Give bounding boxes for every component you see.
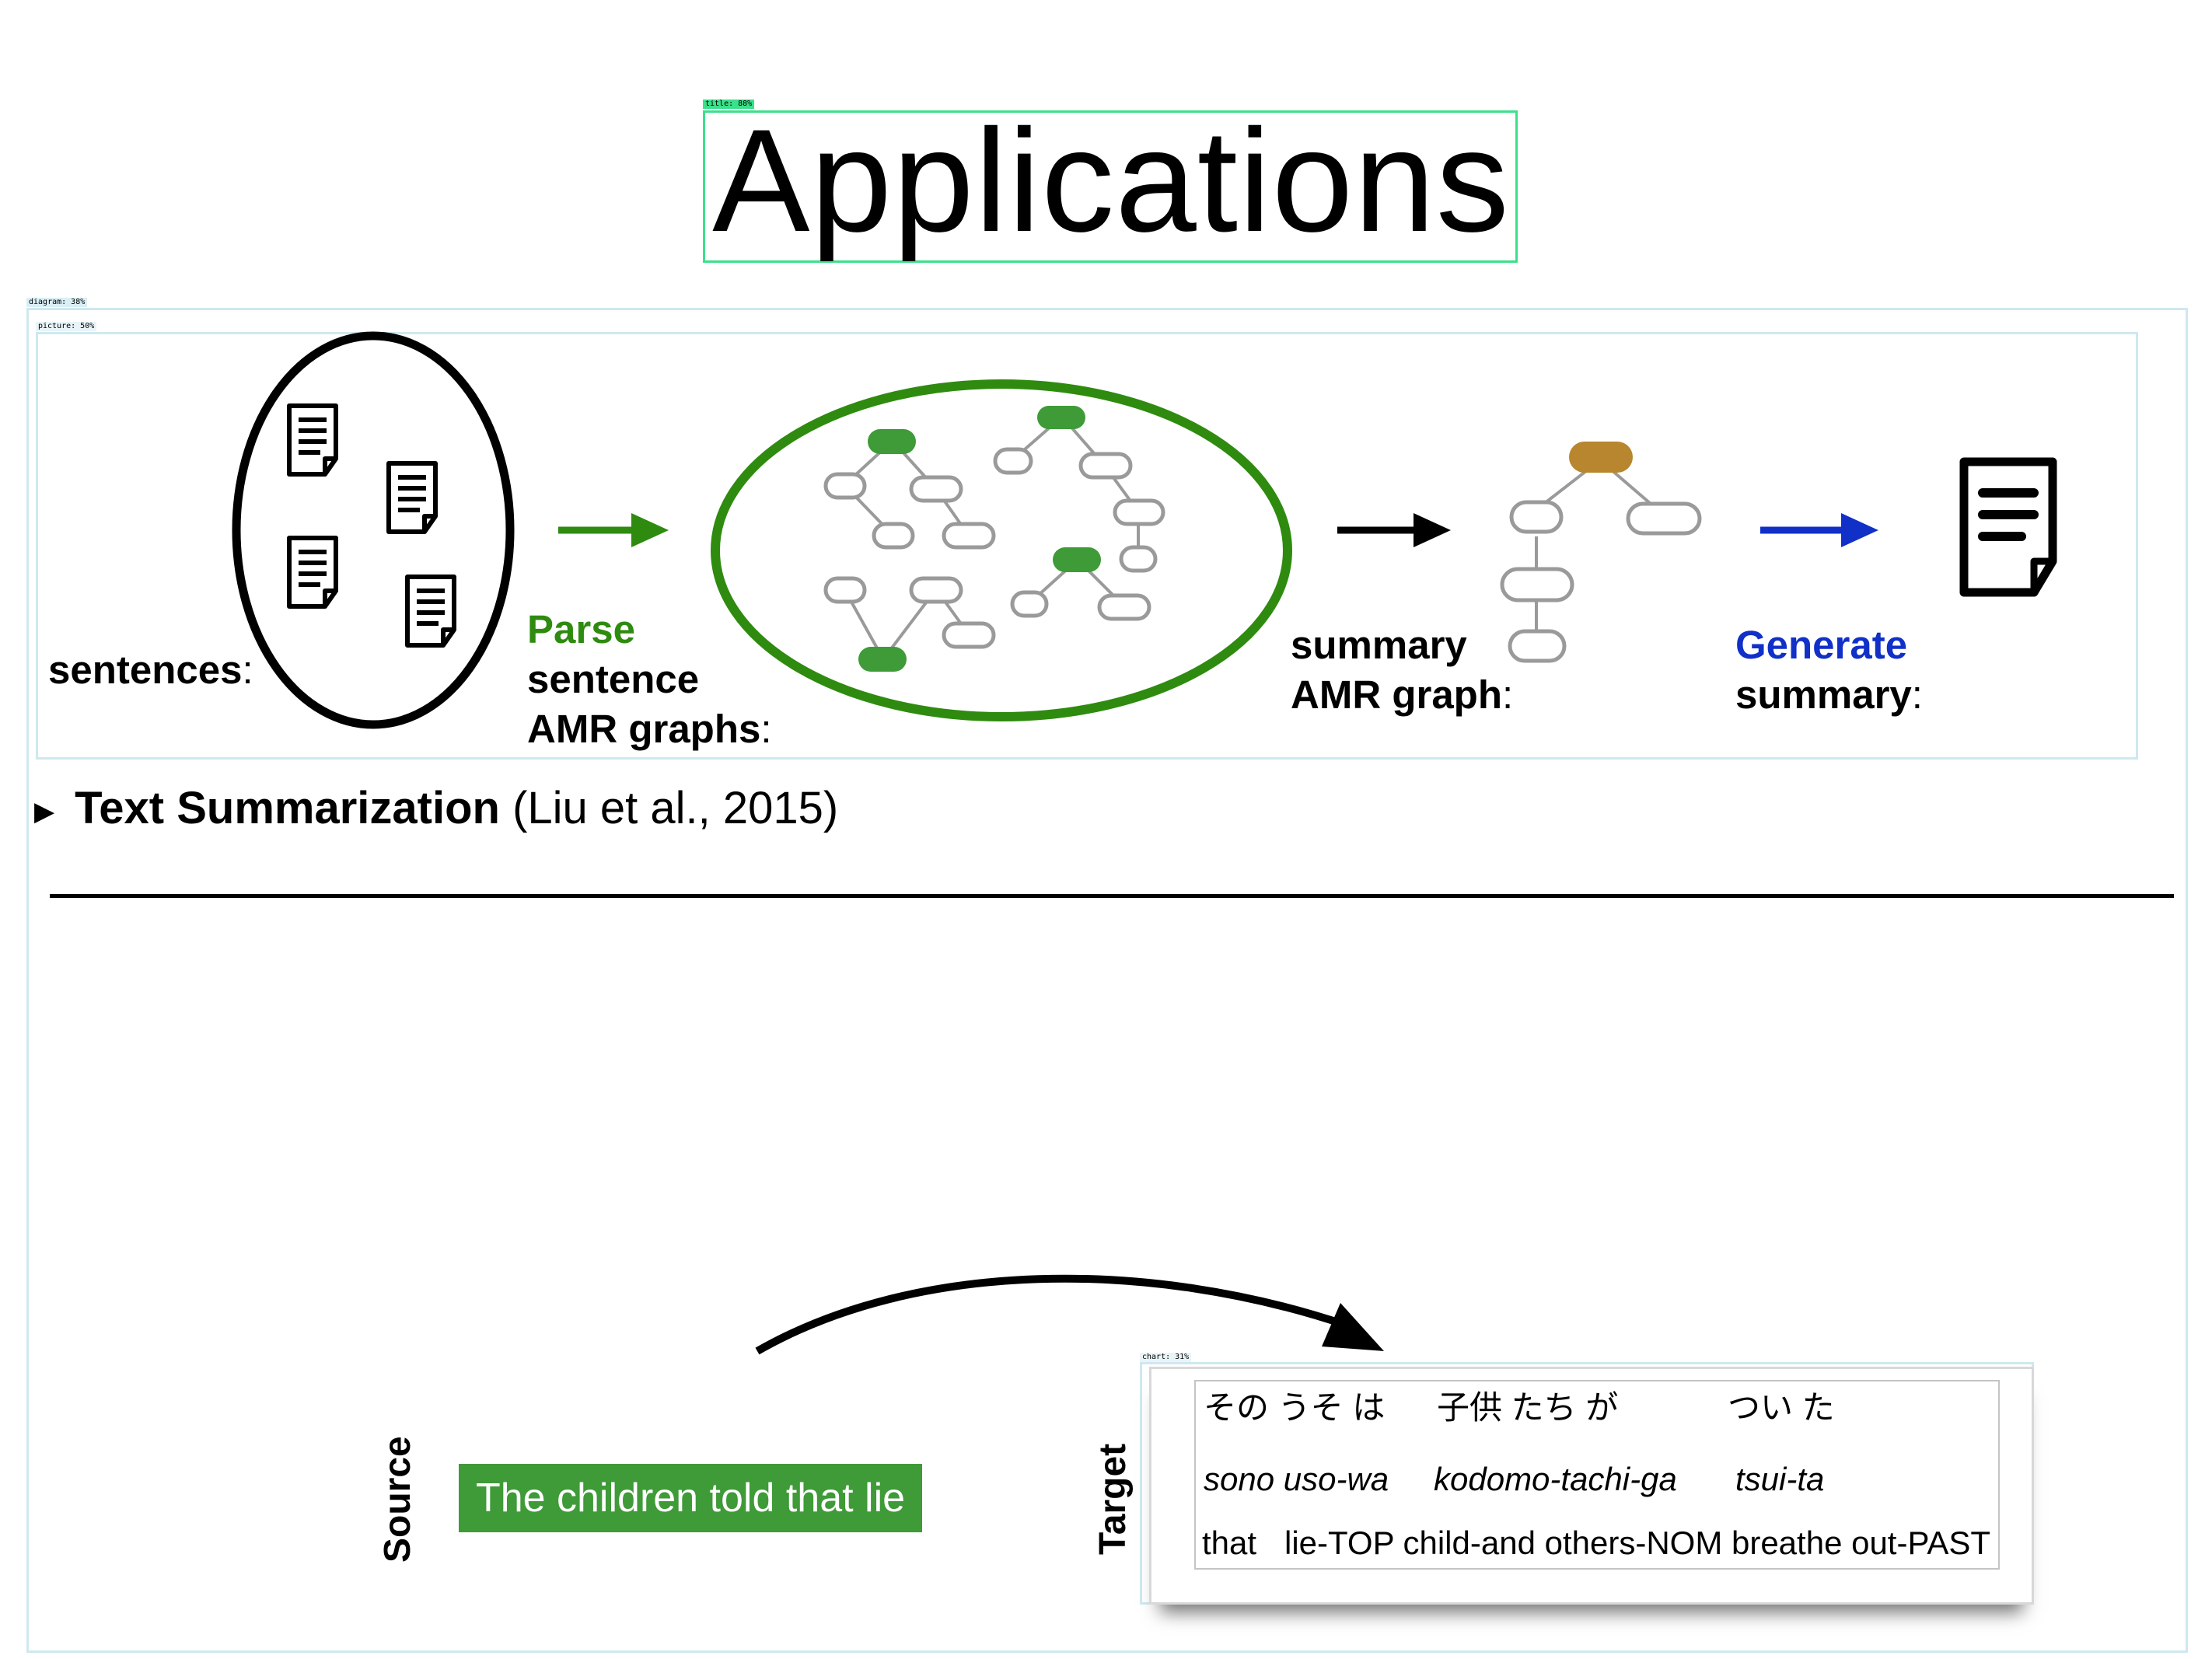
generate-word: Generate <box>1735 623 1908 667</box>
page-title: Applications <box>712 99 1510 262</box>
jp-word-3: つい た <box>1728 1389 1835 1426</box>
sentences-label: sentences: <box>48 648 253 692</box>
parse-line-2: sentence <box>527 657 700 701</box>
source-label: Source <box>377 1436 418 1563</box>
source-sentence-box: The children told that lie <box>459 1464 922 1532</box>
title-detection-tag: title: 88% <box>703 100 755 109</box>
black-arrow-icon <box>1337 513 1451 547</box>
sentences-ellipse <box>232 331 515 729</box>
title-detection-box <box>703 110 1518 263</box>
gloss-word-1: that <box>1202 1525 1257 1561</box>
target-card <box>1149 1367 2034 1605</box>
chart-detection-tag: chart: 31% <box>1140 1353 1192 1362</box>
romaji-word-1: sono uso-wa <box>1204 1461 1389 1497</box>
section-divider <box>50 894 2174 898</box>
summary-graph-line-1: summary <box>1291 623 1467 667</box>
parse-line-3: AMR graphs: <box>527 707 772 751</box>
document-icon <box>386 461 438 534</box>
picture-detection-tag: picture: 50% <box>36 322 97 331</box>
bullet-triangle-icon: ▶ <box>34 796 55 826</box>
diagram-detection-box <box>26 308 2188 1653</box>
translation-curved-arrow-icon <box>755 1274 1384 1355</box>
summary-root-node <box>1569 442 1633 473</box>
bullet-citation: (Liu et al., 2015) <box>512 783 839 833</box>
document-icon <box>405 575 456 648</box>
parse-word: Parse <box>527 607 635 651</box>
generate-line-2: summary: <box>1735 672 1923 717</box>
romaji-word-2: kodomo-tachi-ga <box>1434 1461 1677 1497</box>
target-table <box>1194 1380 2000 1570</box>
jp-word-1: その うそ は <box>1204 1389 1386 1426</box>
summarization-diagram <box>232 331 2057 729</box>
generate-label: Generate summary: <box>1735 620 1923 720</box>
summary-graph-line-2: AMR graph: <box>1291 672 1514 717</box>
document-icon <box>287 536 338 609</box>
amr-node <box>823 447 1165 649</box>
diagram-detection-tag: diagram: 38% <box>26 298 88 307</box>
text-summarization-bullet: ▶ Text Summarization (Liu et al., 2015) <box>34 781 838 840</box>
picture-detection-box <box>36 332 2138 760</box>
romaji-word-3: tsui-ta <box>1735 1461 1825 1497</box>
document-icon <box>287 403 338 477</box>
summary-graph-label: summary AMR graph: <box>1291 620 1513 720</box>
summary-node <box>1500 500 1702 663</box>
bullet-bold-text: Text Summarization <box>75 783 500 833</box>
summary-document-icon <box>1959 457 2057 597</box>
jp-word-2: 子供 たち が <box>1437 1389 1619 1426</box>
amr-root-node <box>858 406 1101 672</box>
blue-arrow-icon <box>1760 513 1878 547</box>
green-arrow-icon <box>558 513 669 547</box>
amr-graphs-ellipse <box>711 379 1292 721</box>
parse-label: Parse sentence AMR graphs: <box>527 605 772 754</box>
gloss-word-2: lie-TOP child-and others-NOM breathe out… <box>1284 1525 1991 1561</box>
target-label: Target <box>1092 1443 1134 1555</box>
